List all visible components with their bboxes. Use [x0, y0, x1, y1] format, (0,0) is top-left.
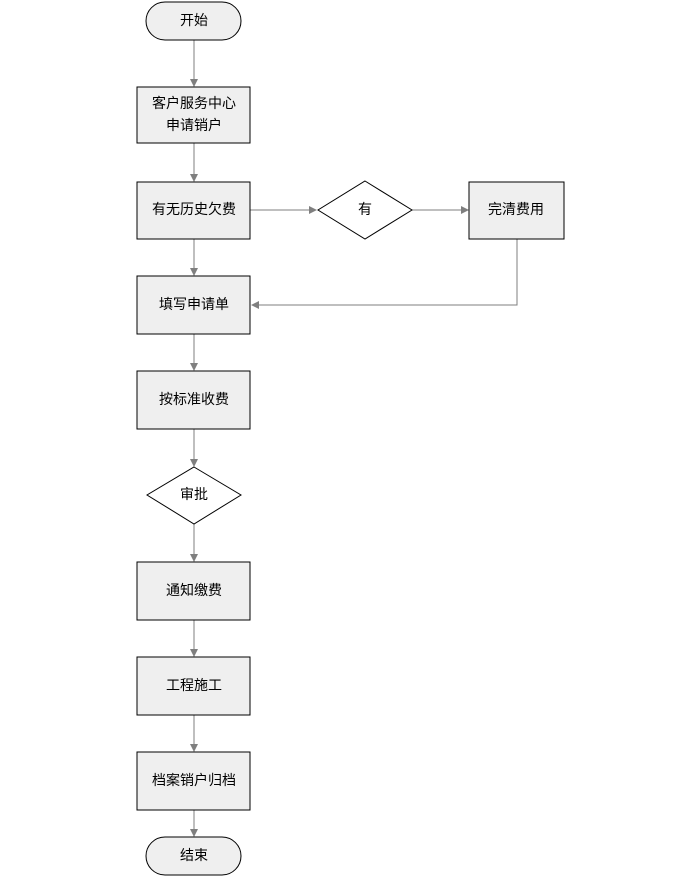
- arrears-decision: 有: [317, 180, 413, 240]
- fill-form-label: 填写申请单: [159, 297, 229, 313]
- construction-node: 工程施工: [136, 656, 251, 716]
- check-arrears-node: 有无历史欠费: [136, 181, 251, 240]
- apply-label-line1: 客户服务中心: [152, 95, 236, 112]
- settle-fees-node: 完清费用: [468, 181, 565, 240]
- charge-fee-node: 按标准收费: [136, 370, 251, 430]
- notify-payment-label: 通知缴费: [166, 582, 222, 599]
- construction-label: 工程施工: [166, 678, 222, 694]
- start-node: 开始: [145, 1, 242, 41]
- check-arrears-label: 有无历史欠费: [152, 202, 236, 218]
- arrears-decision-label: 有: [358, 202, 372, 218]
- connector-settle-fill: [251, 239, 518, 309]
- charge-fee-label: 按标准收费: [159, 392, 229, 408]
- approve-label: 审批: [180, 487, 208, 503]
- archive-node: 档案销户归档: [136, 751, 251, 811]
- start-label: 开始: [180, 13, 208, 29]
- apply-node: 客户服务中心 申请销户: [136, 86, 251, 144]
- apply-label-line2: 申请销户: [166, 117, 222, 134]
- notify-payment-node: 通知缴费: [136, 561, 251, 621]
- approve-decision: 审批: [146, 466, 242, 525]
- archive-label: 档案销户归档: [152, 772, 236, 789]
- end-node: 结束: [145, 836, 242, 876]
- end-label: 结束: [180, 848, 208, 864]
- settle-fees-label: 完清费用: [488, 202, 544, 218]
- fill-form-node: 填写申请单: [136, 275, 251, 335]
